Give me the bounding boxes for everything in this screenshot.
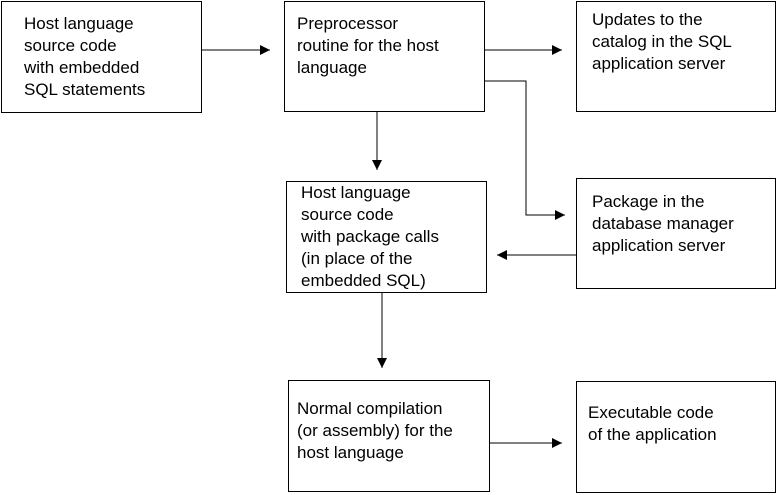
catalog-updates-box: Updates to the catalog in the SQL applic…	[576, 1, 776, 112]
package-calls-line: embedded SQL)	[301, 271, 426, 290]
package-box: Package in the database manager applicat…	[576, 178, 776, 289]
package-calls-line: source code	[301, 205, 394, 224]
package-calls-line: (in place of the	[301, 249, 413, 268]
package-calls-box: Host language source code with package c…	[286, 181, 487, 293]
preprocessor-box: Preprocessor routine for the host langua…	[284, 1, 485, 112]
executable-code-line: Executable code	[588, 403, 714, 422]
package-line: application server	[592, 236, 726, 255]
compilation-box: Normal compilation (or assembly) for the…	[288, 380, 490, 492]
compilation-line: (or assembly) for the	[297, 421, 453, 440]
package-calls-line: with package calls	[301, 227, 439, 246]
preprocessor-line: language	[297, 58, 367, 77]
arrow-preprocessor-to-package	[485, 80, 565, 220]
compilation-line: host language	[297, 443, 404, 462]
preprocessor-line: Preprocessor	[297, 14, 399, 33]
catalog-updates-line: catalog in the SQL	[592, 32, 732, 51]
catalog-updates-line: application server	[592, 54, 726, 73]
preprocessor-line: routine for the host	[297, 36, 439, 55]
compilation-line: Normal compilation	[297, 399, 443, 418]
package-calls-line: Host language	[301, 183, 411, 202]
source-code-line: SQL statements	[24, 80, 146, 99]
catalog-updates-line: Updates to the	[592, 10, 703, 29]
source-code-box: Host language source code with embedded …	[1, 1, 202, 113]
executable-code-box: Executable code of the application	[576, 381, 776, 493]
executable-code-line: of the application	[588, 425, 717, 444]
source-code-line: Host language	[24, 14, 134, 33]
source-code-line: source code	[24, 36, 117, 55]
source-code-line: with embedded	[24, 58, 140, 77]
package-line: Package in the	[592, 192, 705, 211]
package-line: database manager	[592, 214, 734, 233]
